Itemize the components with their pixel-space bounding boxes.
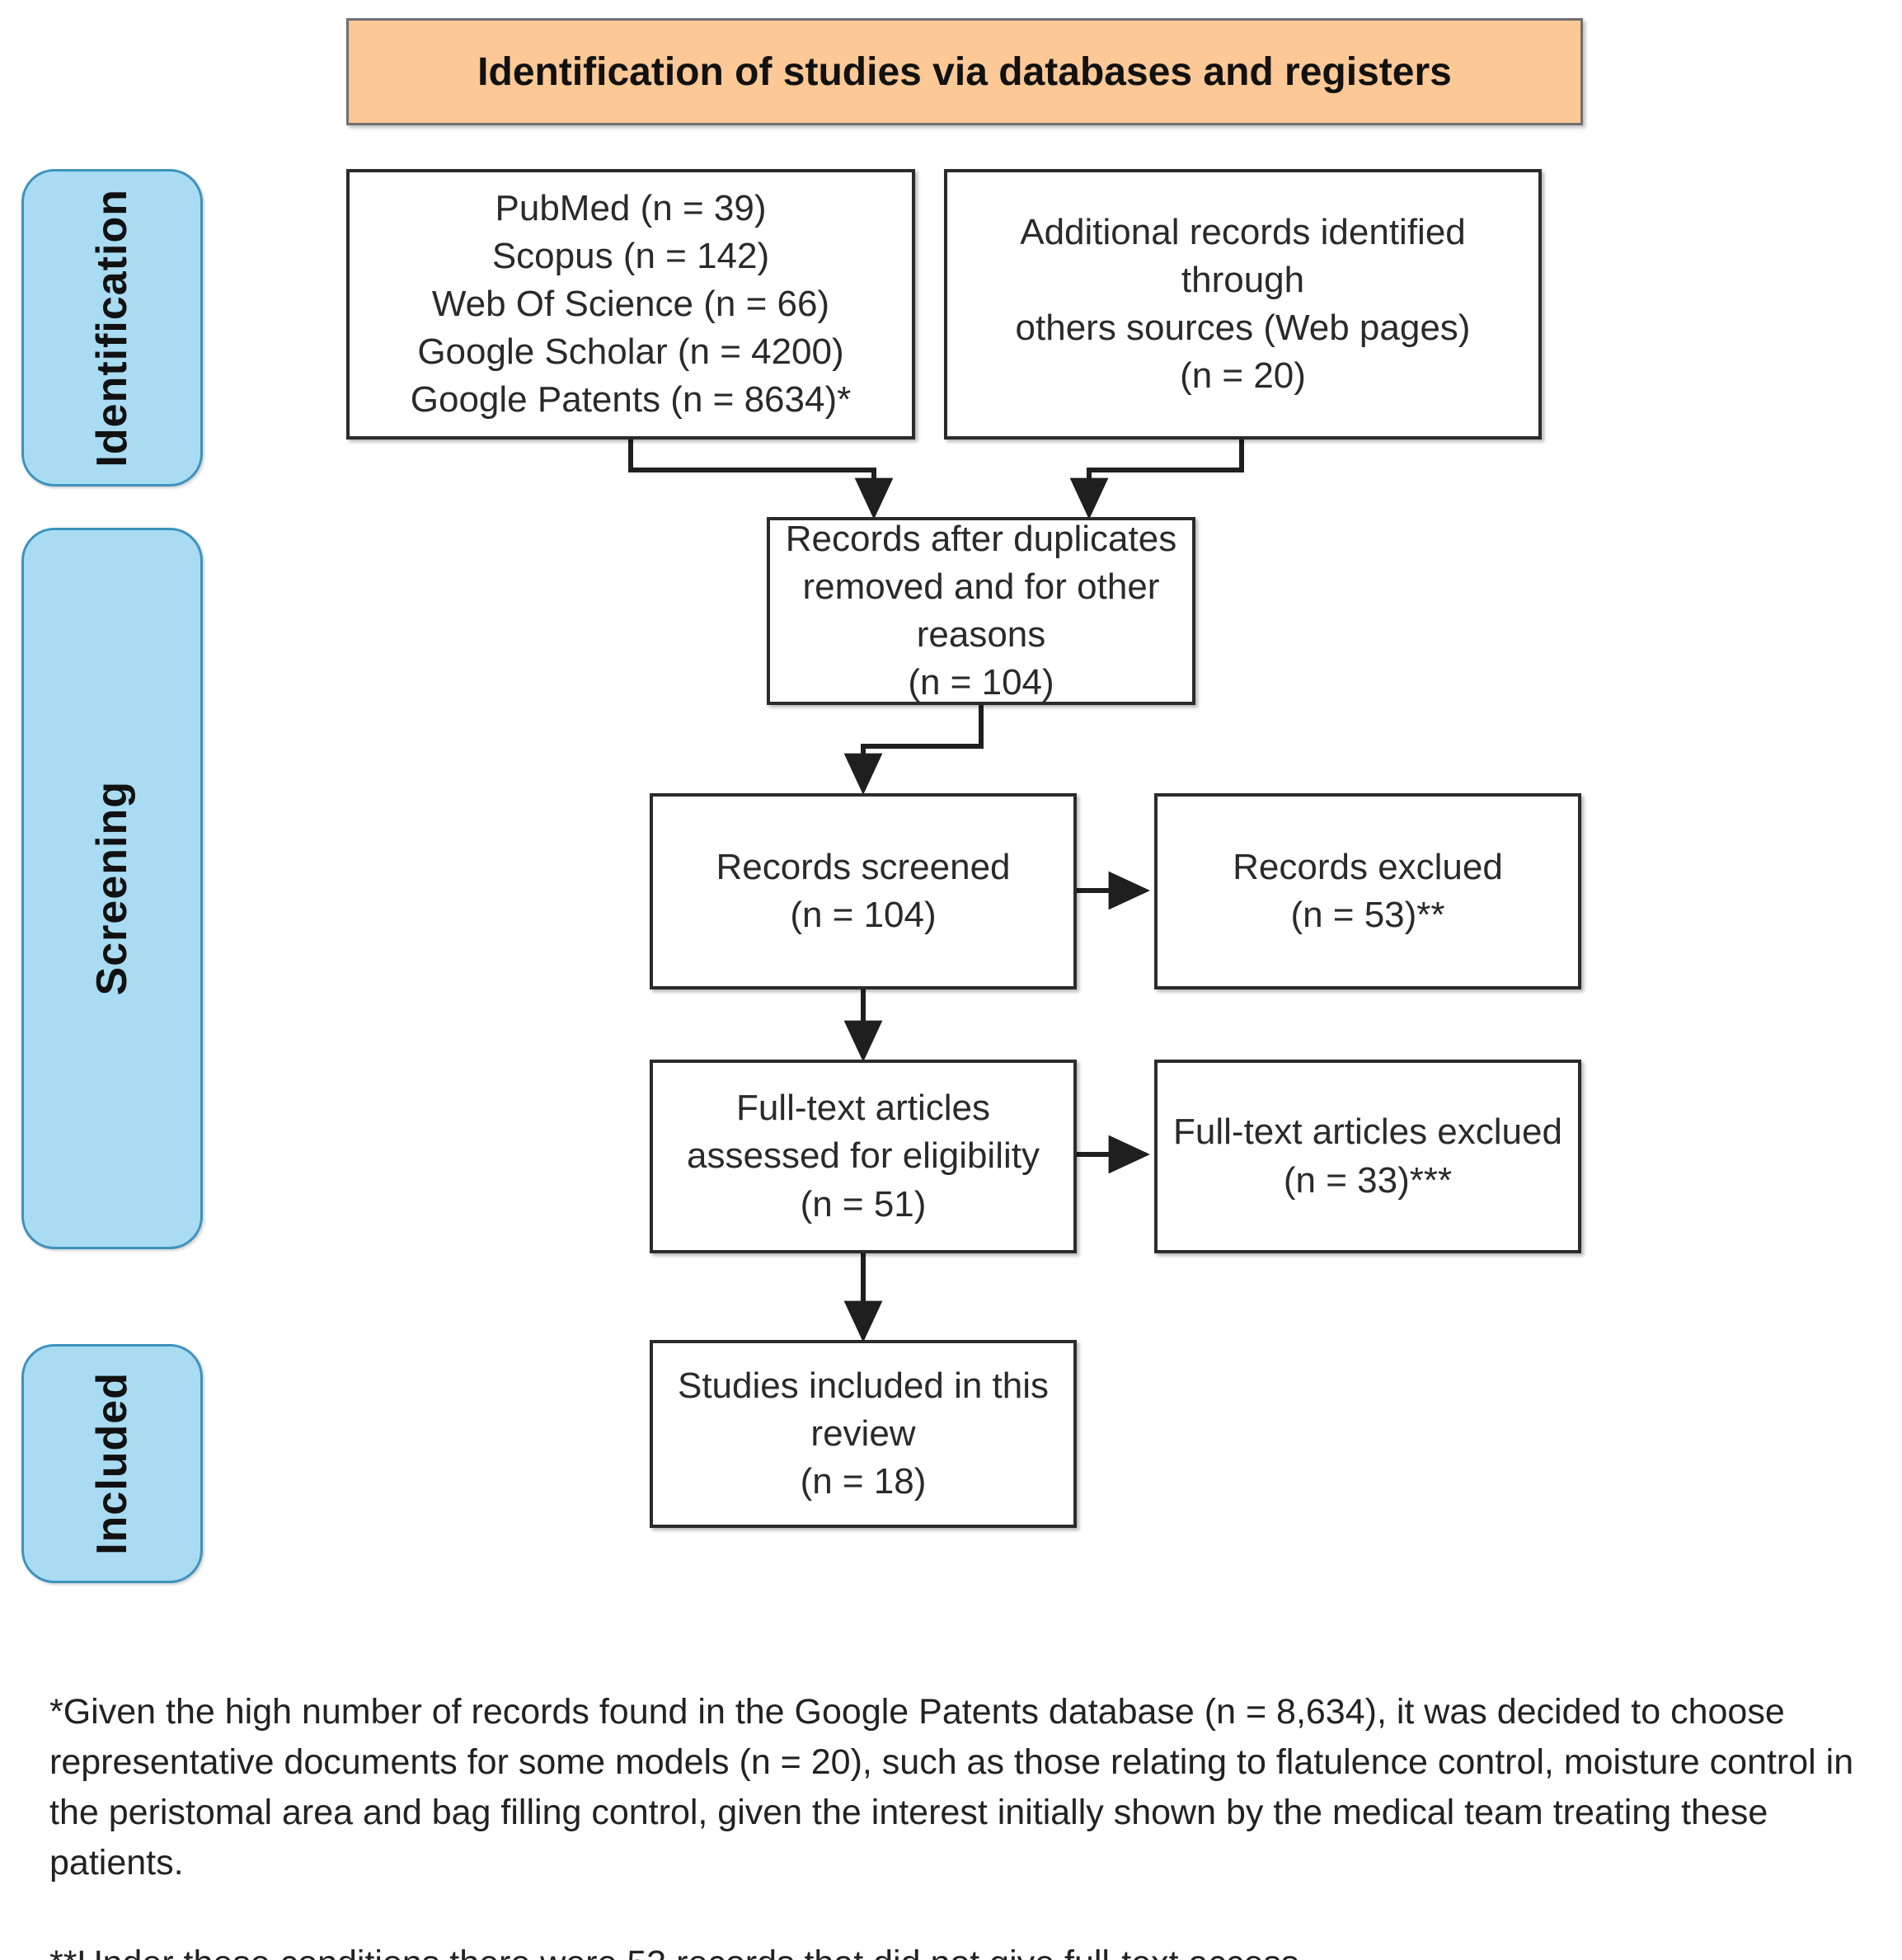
- box-fulltext-assessed: Full-text articles assessed for eligibil…: [650, 1060, 1077, 1253]
- phase-included-label: Included: [88, 1372, 136, 1555]
- banner-identification-header: Identification of studies via databases …: [346, 18, 1583, 125]
- connector-duplicates-to-screened: [843, 705, 984, 795]
- phase-screening-label: Screening: [88, 781, 136, 996]
- phase-screening: Screening: [21, 528, 203, 1249]
- box-databases: PubMed (n = 39) Scopus (n = 142) Web Of …: [346, 169, 915, 439]
- box-fulltext-assessed-text: Full-text articles assessed for eligibil…: [687, 1088, 1040, 1224]
- box-records-excluded: Records exclued (n = 53)**: [1154, 793, 1581, 989]
- box-studies-included-text: Studies included in this review (n = 18): [677, 1365, 1050, 1502]
- box-records-excluded-text: Records exclued (n = 53)**: [1233, 846, 1503, 935]
- banner-title: Identification of studies via databases …: [477, 49, 1452, 94]
- box-after-duplicates-text: Records after duplicates removed and for…: [785, 518, 1177, 703]
- box-fulltext-excluded-text: Full-text articles exclued (n = 33)***: [1173, 1112, 1562, 1201]
- box-fulltext-excluded: Full-text articles exclued (n = 33)***: [1154, 1060, 1581, 1253]
- box-additional-records: Additional records identified through ot…: [944, 169, 1542, 439]
- box-records-screened-text: Records screened (n = 104): [716, 846, 1011, 935]
- footnotes-block: *Given the high number of records found …: [49, 1637, 1863, 1960]
- connector-additional-to-duplicates: [1069, 439, 1244, 519]
- phase-identification-label: Identification: [88, 188, 136, 468]
- box-databases-text: PubMed (n = 39) Scopus (n = 142) Web Of …: [410, 187, 852, 421]
- box-after-duplicates: Records after duplicates removed and for…: [767, 517, 1195, 705]
- footnote-double-asterisk: **Under these conditions there were 53 r…: [49, 1939, 1863, 1960]
- phase-identification: Identification: [21, 169, 203, 486]
- box-studies-included: Studies included in this review (n = 18): [650, 1340, 1077, 1528]
- footnote-asterisk: *Given the high number of records found …: [49, 1692, 1854, 1883]
- connector-databases-to-duplicates: [628, 439, 894, 519]
- phase-included: Included: [21, 1344, 203, 1583]
- box-records-screened: Records screened (n = 104): [650, 793, 1077, 989]
- box-additional-records-text: Additional records identified through ot…: [1015, 211, 1471, 397]
